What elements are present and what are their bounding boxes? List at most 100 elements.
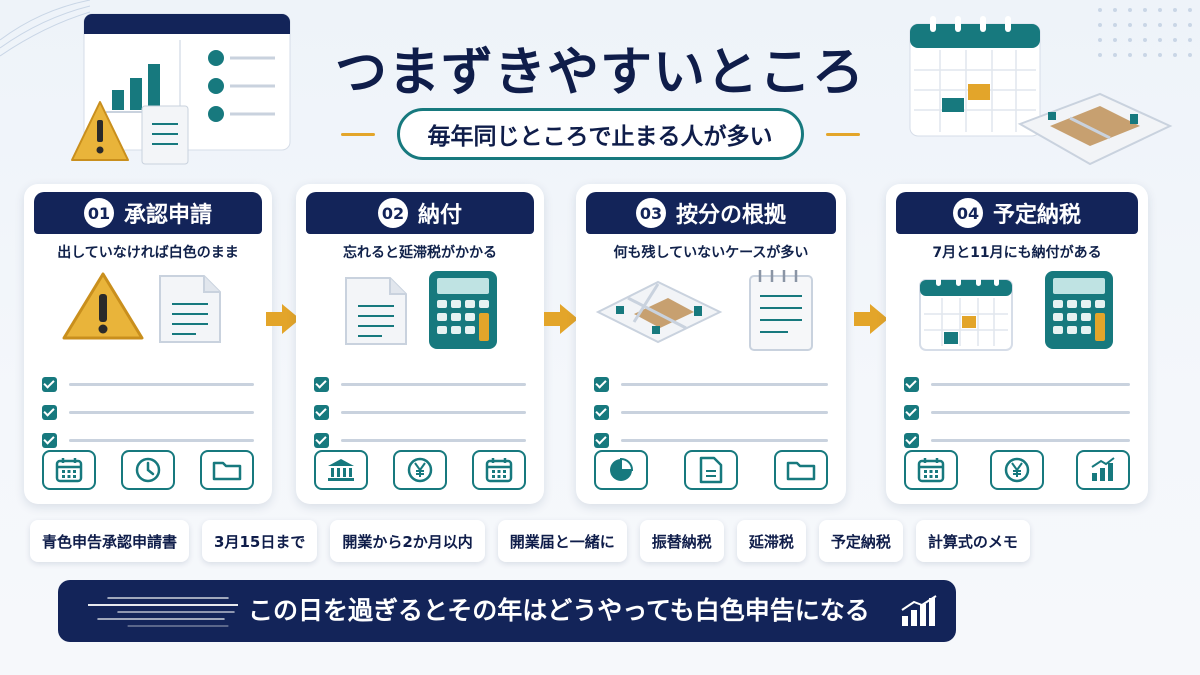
checklist xyxy=(314,370,526,454)
folder-icon xyxy=(774,450,828,490)
step-number-badge: 03 xyxy=(635,198,666,228)
calculator-icon xyxy=(429,271,497,349)
warning-banner: この日を過ぎるとその年はどうやっても白色申告になる xyxy=(58,580,956,642)
checkbox-icon xyxy=(314,404,329,420)
step-card-header: 03 按分の根拠 xyxy=(586,192,836,234)
checklist-item xyxy=(594,370,828,398)
step-title: 納付 xyxy=(417,203,462,228)
arrow-right-icon xyxy=(544,304,578,334)
calendar-icon xyxy=(904,450,958,490)
checklist-item xyxy=(594,398,828,426)
step-description: 7月と11月にも納付がある xyxy=(932,245,1102,261)
checklist-item xyxy=(42,370,254,398)
step-card-header: 01 承認申請 xyxy=(34,192,262,234)
page-title: つまずきやすいところ xyxy=(334,43,865,103)
step-number-badge: 04 xyxy=(952,198,983,228)
subtitle-pill: 毎年同じところで止まる人が多い xyxy=(396,108,804,160)
placeholder-line xyxy=(621,438,828,442)
document-icon xyxy=(684,450,738,490)
subtitle-row: 毎年同じところで止まる人が多い xyxy=(0,108,1200,160)
keyword-tag: 青色申告承認申請書 xyxy=(30,520,190,562)
bank-icon xyxy=(314,450,368,490)
icon-row xyxy=(314,450,526,490)
checklist-item xyxy=(42,426,254,454)
step-description: 忘れると延滞税がかかる xyxy=(343,245,497,261)
checklist-item xyxy=(42,398,254,426)
folder-icon xyxy=(200,450,254,490)
step-number-badge: 02 xyxy=(377,198,408,228)
document-icon xyxy=(345,277,407,345)
checklist xyxy=(42,370,254,454)
placeholder-line xyxy=(931,438,1130,442)
checkbox-icon xyxy=(42,404,57,420)
checklist-item xyxy=(904,370,1130,398)
dot-grid-decoration xyxy=(1098,8,1192,57)
placeholder-line xyxy=(931,382,1130,386)
checklist xyxy=(904,370,1130,454)
icon-row xyxy=(42,450,254,490)
keyword-tag: 3月15日まで xyxy=(202,520,318,562)
keyword-tag: 開業届と一緒に xyxy=(497,520,627,562)
icon-row xyxy=(594,450,828,490)
keyword-tag: 延滞税 xyxy=(736,520,806,562)
checkbox-icon xyxy=(904,432,919,448)
placeholder-line xyxy=(69,438,254,442)
step-title: 承認申請 xyxy=(123,203,212,228)
step-number-badge: 01 xyxy=(83,198,114,228)
step-description: 出していなければ白色のまま xyxy=(57,245,239,261)
subtitle-dash-right xyxy=(825,132,860,136)
step-card-header: 04 予定納税 xyxy=(896,192,1138,234)
corner-swoosh-decoration xyxy=(0,0,90,57)
keyword-tag: 計算式のメモ xyxy=(915,520,1030,562)
step-title: 予定納税 xyxy=(992,203,1081,228)
pie-chart-icon xyxy=(594,450,648,490)
growth-chart-icon xyxy=(901,595,937,626)
document-icon xyxy=(159,275,221,343)
step-card-2: 02 納付 忘れると延滞税がかかる xyxy=(296,184,544,504)
floor-plan-icon xyxy=(595,280,723,344)
placeholder-line xyxy=(931,410,1130,414)
warning-icon xyxy=(62,272,144,340)
step-card-3: 03 按分の根拠 何も残していないケースが多い xyxy=(576,184,846,504)
keyword-tag-row: 青色申告承認申請書 3月15日まで 開業から2か月以内 開業届と一緒に 振替納税… xyxy=(30,520,1156,562)
step-card-1: 01 承認申請 出していなければ白色のまま xyxy=(24,184,272,504)
calculator-icon xyxy=(1045,271,1113,349)
keyword-tag: 予定納税 xyxy=(818,520,903,562)
placeholder-line xyxy=(621,382,828,386)
arrow-right-icon xyxy=(266,304,300,334)
bar-chart-up-icon xyxy=(1076,450,1130,490)
dashboard-warning-illustration xyxy=(71,13,291,165)
placeholder-line xyxy=(341,438,526,442)
checkbox-icon xyxy=(42,432,57,448)
step-card-4: 04 予定納税 7月と11月にも納付がある xyxy=(886,184,1148,504)
step-description: 何も残していないケースが多い xyxy=(613,245,809,261)
checklist-item xyxy=(314,426,526,454)
calendar-illustration xyxy=(919,272,1013,351)
checkbox-icon xyxy=(904,376,919,392)
checkbox-icon xyxy=(594,376,609,392)
checklist-item xyxy=(314,370,526,398)
checkbox-icon xyxy=(594,404,609,420)
step-card-header: 02 納付 xyxy=(306,192,534,234)
checklist xyxy=(594,370,828,454)
calendar-icon xyxy=(472,450,526,490)
banner-text: この日を過ぎるとその年はどうやっても白色申告になる xyxy=(248,596,870,625)
checklist-item xyxy=(904,398,1130,426)
yen-icon xyxy=(393,450,447,490)
checklist-item xyxy=(904,426,1130,454)
placeholder-line xyxy=(621,410,828,414)
calendar-floorplan-illustration xyxy=(909,16,1173,166)
checklist-item xyxy=(314,398,526,426)
arrow-right-icon xyxy=(854,304,888,334)
keyword-tag: 振替納税 xyxy=(639,520,724,562)
checkbox-icon xyxy=(314,376,329,392)
placeholder-line xyxy=(341,382,526,386)
icon-row xyxy=(904,450,1130,490)
clock-icon xyxy=(121,450,175,490)
notepad-icon xyxy=(749,270,813,351)
checklist-item xyxy=(594,426,828,454)
step-title: 按分の根拠 xyxy=(675,203,786,228)
yen-icon xyxy=(990,450,1044,490)
placeholder-line xyxy=(69,382,254,386)
checkbox-icon xyxy=(42,376,57,392)
